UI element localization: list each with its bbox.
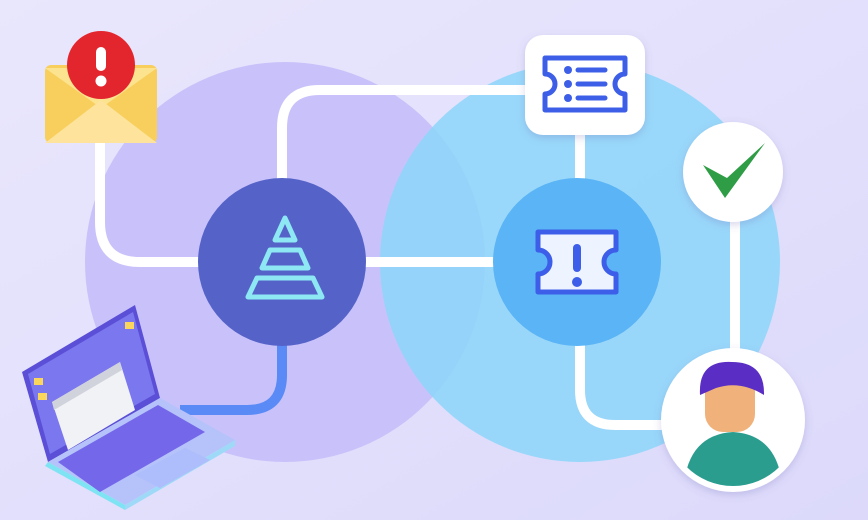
laptop-icon [22, 305, 235, 510]
check-icon [703, 143, 765, 198]
person-avatar [661, 348, 805, 492]
ticket-list-card [525, 35, 645, 135]
pyramid-icon [245, 215, 325, 300]
pyramid-hub [198, 178, 366, 346]
envelope-alert-icon [45, 31, 157, 143]
ticket-list-icon [542, 55, 628, 113]
laptop-connector [180, 340, 287, 415]
connector-lines [95, 85, 740, 430]
ticket-alert-hub [493, 178, 661, 346]
check-badge [683, 122, 783, 222]
